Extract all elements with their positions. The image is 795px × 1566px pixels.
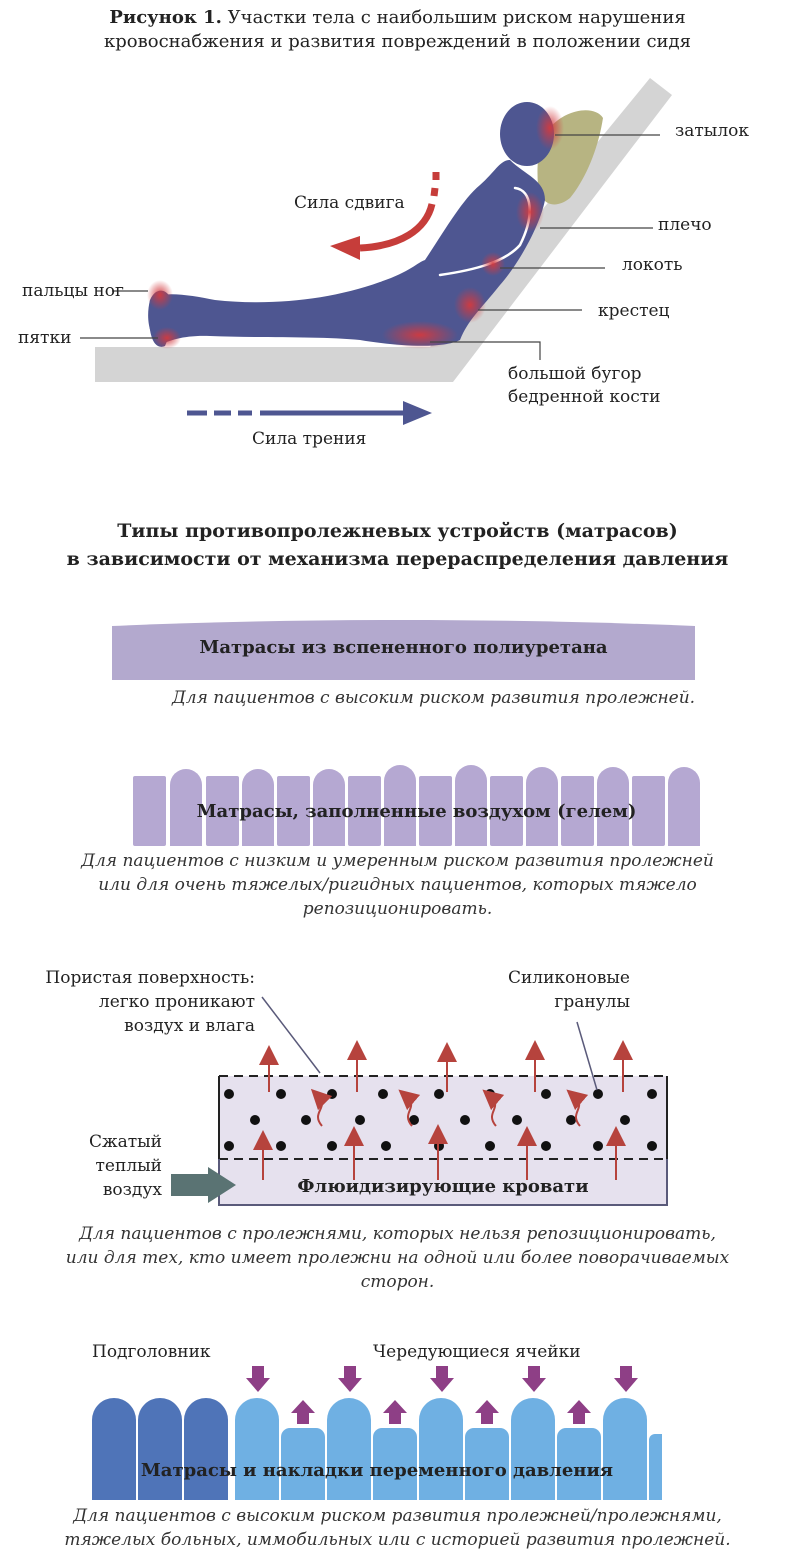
foam-mattress-label: Матрасы из вспененного полиуретана [199, 637, 608, 658]
pressure-zones [147, 106, 564, 349]
fluid-description-line3: сторон. [360, 1272, 435, 1292]
fluid-leader-lines [261, 996, 598, 1091]
porous-surface-line1: Пористая поверхность: [45, 968, 255, 988]
heels-label: пятки [18, 328, 72, 348]
fluid-description-line1: Для пациентов с пролежнями, которых нель… [79, 1224, 716, 1244]
alternating-description-line1: Для пациентов с высоким риском развития … [73, 1506, 722, 1526]
silicone-beads-line1: Силиконовые [507, 968, 630, 988]
fluid-description: Для пациентов с пролежнями, которых нель… [0, 1222, 795, 1294]
elbow-label: локоть [622, 255, 683, 275]
shoulder-label: плечо [658, 215, 712, 235]
headrest-label: Подголовник [92, 1342, 211, 1362]
trochanter-label-2: бедренной кости [508, 387, 661, 407]
trochanter-label-1: большой бугор [508, 364, 642, 384]
air-description-line1: Для пациентов с низким и умеренным риско… [81, 851, 714, 871]
leader-lines [80, 134, 660, 360]
porous-surface-line2: легко проникают [98, 992, 255, 1012]
section-title: Типы противопролежневых устройств (матра… [0, 517, 795, 573]
air-mattress-label: Матрасы, заполненные воздухом (гелем) [196, 801, 637, 822]
friction-force-label: Сила трения [252, 429, 367, 449]
alternating-cells-label: Чередующиеся ячейки [373, 1342, 581, 1362]
silicone-beads-label: Силиконовые гранулы [480, 966, 630, 1014]
toes-label: пальцы ног [22, 281, 124, 301]
porous-surface-label: Пористая поверхность: легко проникают во… [37, 966, 255, 1038]
alternating-description-line2: тяжелых больных, иммобильных или с истор… [64, 1530, 731, 1550]
occiput-label: затылок [675, 121, 750, 141]
shear-arrow [330, 172, 440, 260]
silicone-beads-line2: гранулы [554, 992, 630, 1012]
alternating-cells [235, 1398, 662, 1500]
compressed-air-line3: воздух [102, 1180, 162, 1200]
section-title-line1: Типы противопролежневых устройств (матра… [117, 520, 678, 542]
section-title-line2: в зависимости от механизма перераспредел… [66, 548, 729, 570]
air-description-line3: репозиционировать. [302, 899, 493, 919]
compressed-air-line1: Сжатый [88, 1132, 162, 1152]
air-description-line2: или для очень тяжелых/ригидных пациентов… [98, 875, 697, 895]
alternating-description: Для пациентов с высоким риском развития … [0, 1504, 795, 1552]
foam-mattress [112, 620, 695, 680]
shear-force-label: Сила сдвига [294, 193, 405, 213]
air-description: Для пациентов с низким и умеренным риско… [0, 849, 795, 921]
fluid-description-line2: или для тех, кто имеет пролежни на одной… [65, 1248, 730, 1268]
caption-text-2: кровоснабжения и развития повреждений в … [103, 31, 691, 52]
figure-caption: Рисунок 1. Участки тела с наибольшим рис… [0, 6, 795, 54]
caption-text-1: Участки тела с наибольшим риском нарушен… [227, 7, 686, 28]
bed [95, 78, 672, 382]
friction-arrow [187, 401, 432, 425]
porous-surface-line3: воздух и влага [124, 1016, 255, 1036]
alternating-mattress-label: Матрасы и накладки переменного давления [140, 1460, 614, 1481]
airflow-arrows [253, 1040, 633, 1180]
foam-description: Для пациентов с высоким риском развития … [171, 688, 696, 708]
air-cells [133, 765, 700, 846]
sacrum-label: крестец [598, 301, 670, 321]
fluid-bed-label: Флюидизирующие кровати [297, 1176, 589, 1197]
compressed-air-label: Сжатый теплый воздух [60, 1130, 162, 1202]
compressed-air-arrow [171, 1167, 236, 1203]
headrest-cells [92, 1398, 228, 1500]
caption-number: Рисунок 1. [109, 7, 222, 28]
alternating-arrows [246, 1366, 638, 1424]
compressed-air-line2: теплый [95, 1156, 162, 1176]
